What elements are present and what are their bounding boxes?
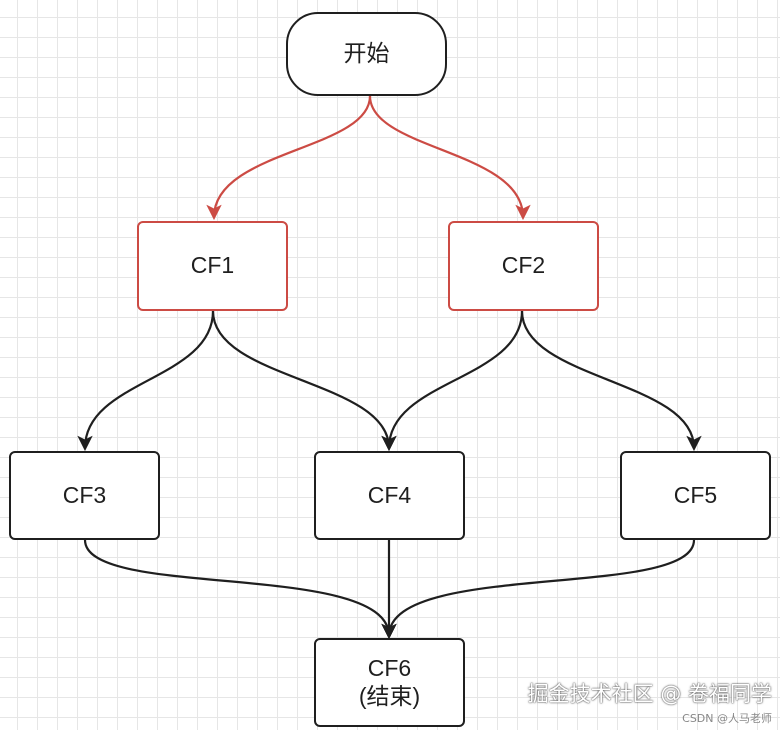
edge-start-cf2: [368, 95, 531, 221]
edge-cf5-cf6: [381, 539, 696, 640]
watermark: 掘金技术社区 @ 卷福同学: [527, 682, 772, 706]
edge-cf1-cf4: [211, 310, 397, 452]
node-cf2-label: CF2: [501, 252, 546, 279]
node-cf1-label: CF1: [190, 252, 235, 279]
node-cf6-sublabel: (结束): [358, 682, 421, 709]
node-cf3[interactable]: CF3: [9, 451, 160, 540]
edge-cf1-cf3: [77, 310, 215, 452]
edge-cf3-cf6: [83, 539, 397, 640]
node-cf1[interactable]: CF1: [137, 221, 288, 311]
node-cf2[interactable]: CF2: [448, 221, 599, 311]
credit-text: CSDN @人马老师: [682, 712, 772, 725]
node-cf6-label: CF6: [367, 654, 412, 681]
node-cf5-label: CF5: [673, 481, 718, 508]
node-cf3-label: CF3: [62, 481, 107, 508]
node-cf4-label: CF4: [367, 481, 412, 508]
edge-cf2-cf4: [381, 310, 524, 452]
node-start-label: 开始: [343, 40, 390, 67]
edge-cf2-cf5: [520, 310, 702, 452]
edge-start-cf1: [206, 95, 372, 221]
node-cf5[interactable]: CF5: [620, 451, 771, 540]
node-cf4[interactable]: CF4: [314, 451, 465, 540]
node-start[interactable]: 开始: [286, 12, 447, 96]
node-cf6[interactable]: CF6 (结束): [314, 638, 465, 727]
